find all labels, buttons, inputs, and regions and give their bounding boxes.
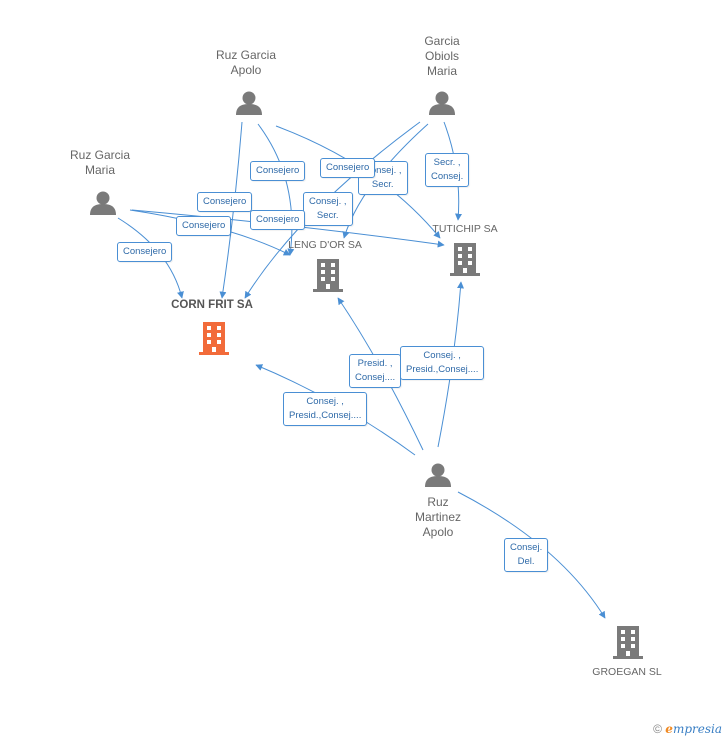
edge-label[interactable]: Consejero — [197, 192, 253, 212]
edge-label[interactable]: Presid. , Consej.... — [349, 354, 402, 388]
company-label-tutichip[interactable]: TUTICHIP SA — [432, 223, 498, 235]
edge-label[interactable]: Consejero — [320, 158, 376, 178]
person-icon-ruz-garcia-maria — [90, 191, 116, 215]
edge-label[interactable]: Consej. , Presid.,Consej.... — [400, 346, 485, 380]
building-icon-groegan — [613, 626, 643, 659]
brand-name: mpresia — [672, 722, 722, 736]
footer-brand[interactable]: © empresia — [653, 722, 722, 736]
person-label-ruz-garcia-apolo[interactable]: Ruz Garcia Apolo — [215, 48, 277, 77]
edge-label[interactable]: Consej. , Secr. — [303, 192, 353, 226]
person-label-ruz-martinez-apolo[interactable]: Ruz Martinez Apolo — [414, 495, 461, 539]
edge-label[interactable]: Consejero — [176, 216, 232, 236]
edge-line — [257, 123, 295, 256]
edge-label[interactable]: Consejero — [250, 161, 306, 181]
person-icon-ruz-martinez-apolo — [425, 463, 451, 487]
edge-label[interactable]: Consej. , Secr. — [358, 161, 408, 195]
brand-initial: e — [665, 722, 673, 736]
company-label-leng-dor[interactable]: LENG D'OR SA — [288, 239, 362, 251]
edge-label[interactable]: Consej. , Presid.,Consej.... — [283, 392, 368, 426]
edge-label[interactable]: Consej. Del. — [504, 538, 549, 572]
edge-label[interactable]: Consejero — [117, 242, 173, 262]
building-icon-tutichip — [450, 243, 480, 276]
company-label-groegan[interactable]: GROEGAN SL — [592, 666, 662, 678]
building-icon-leng-dor — [313, 259, 343, 292]
edge-label[interactable]: Secr. , Consej. — [425, 153, 470, 187]
company-label-corn-frit[interactable]: CORN FRIT SA — [171, 299, 253, 311]
person-icon-garcia-obiols-maria — [429, 91, 455, 115]
company-nodes — [199, 243, 643, 659]
person-label-ruz-garcia-maria[interactable]: Ruz Garcia Maria — [69, 148, 131, 177]
copyright-icon: © — [653, 722, 662, 736]
building-icon-corn-frit — [199, 322, 229, 355]
person-icon-ruz-garcia-apolo — [236, 91, 262, 115]
person-label-garcia-obiols-maria[interactable]: Garcia Obiols Maria — [424, 34, 460, 78]
brand-logo: empresia — [665, 722, 722, 736]
edge-label[interactable]: Consejero — [250, 210, 306, 230]
